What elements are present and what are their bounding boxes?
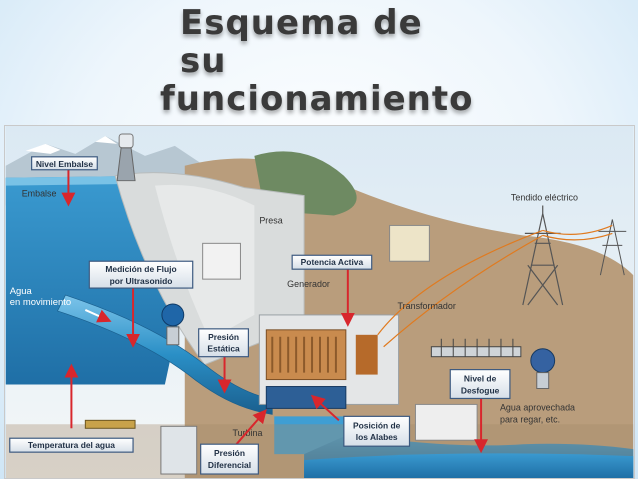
position-sensor-icon [414,403,478,441]
svg-text:Medición de Flujo: Medición de Flujo [105,264,176,274]
tag-nivel-desfogue: Nivel de Desfogue [449,369,511,400]
label-embalse: Embalse [22,189,57,199]
label-turbina: Turbina [232,428,262,438]
svg-text:Posición de: Posición de [353,420,401,430]
label-agua-aprovechada: Agua aprovechada [500,402,575,412]
svg-text:Temperatura del agua: Temperatura del agua [28,440,115,450]
generator-coils [271,336,337,373]
label-transformador: Transformador [398,301,456,311]
label-generador: Generador [287,279,330,289]
tag-nivel-embalse: Nivel Embalse [31,156,98,171]
river-foreground [304,453,634,478]
level-sensor-icon [116,133,136,182]
tag-posicion-alabes: Posición de los Alabes [343,415,411,447]
tag-medicion-flujo: Medición de Flujo por Ultrasonido [88,260,194,289]
power-lines [377,224,613,348]
svg-text:Diferencial: Diferencial [208,460,251,470]
svg-text:Presión: Presión [214,448,245,458]
tag-presion-estatica: Presión Estática [198,328,250,358]
title-line-2: funcionamiento [160,79,474,119]
temperature-probe-icon [84,419,136,429]
label-presa: Presa [259,215,282,225]
indicator-arrows [61,169,489,454]
hydroelectric-diagram: Embalse Agua en movimiento Presa Generad… [4,125,635,479]
label-tendido: Tendido eléctrico [511,193,578,203]
substation [430,338,522,358]
svg-text:Potencia Activa: Potencia Activa [301,257,364,267]
pylon-1 [522,205,564,306]
generator-unit [265,329,347,381]
svg-text:Nivel Embalse: Nivel Embalse [36,159,94,169]
tag-potencia-activa: Potencia Activa [291,254,373,270]
svg-text:Desfogue: Desfogue [461,385,500,395]
label-agua: Agua [10,286,33,297]
turbine [265,386,347,409]
tag-presion-diferencial: Presión Diferencial [200,443,259,475]
tag-temperatura-agua: Temperatura del agua [9,437,134,453]
pylon-2 [598,219,627,276]
title-line-1: Esquema de su [180,3,423,81]
slide-title: Esquema de su funcionamiento [160,4,480,118]
flowmeter-panel-icon [202,242,241,280]
diff-pressure-icon [160,425,198,475]
pressure-transmitter-icon [161,303,185,346]
label-en-movimiento: en movimiento [10,297,71,308]
svg-text:por Ultrasonido: por Ultrasonido [110,276,173,286]
flow-arrow [84,309,112,323]
level-transmitter-icon [530,348,556,390]
transformer-unit [355,334,378,375]
svg-text:Nivel de: Nivel de [464,374,497,384]
svg-text:los Alabes: los Alabes [356,432,398,442]
svg-text:Presión: Presión [208,332,239,342]
snow-caps [25,135,118,154]
power-meter-icon [389,224,430,262]
svg-text:Estática: Estática [207,344,240,354]
label-para-regar: para regar, etc. [500,414,560,424]
